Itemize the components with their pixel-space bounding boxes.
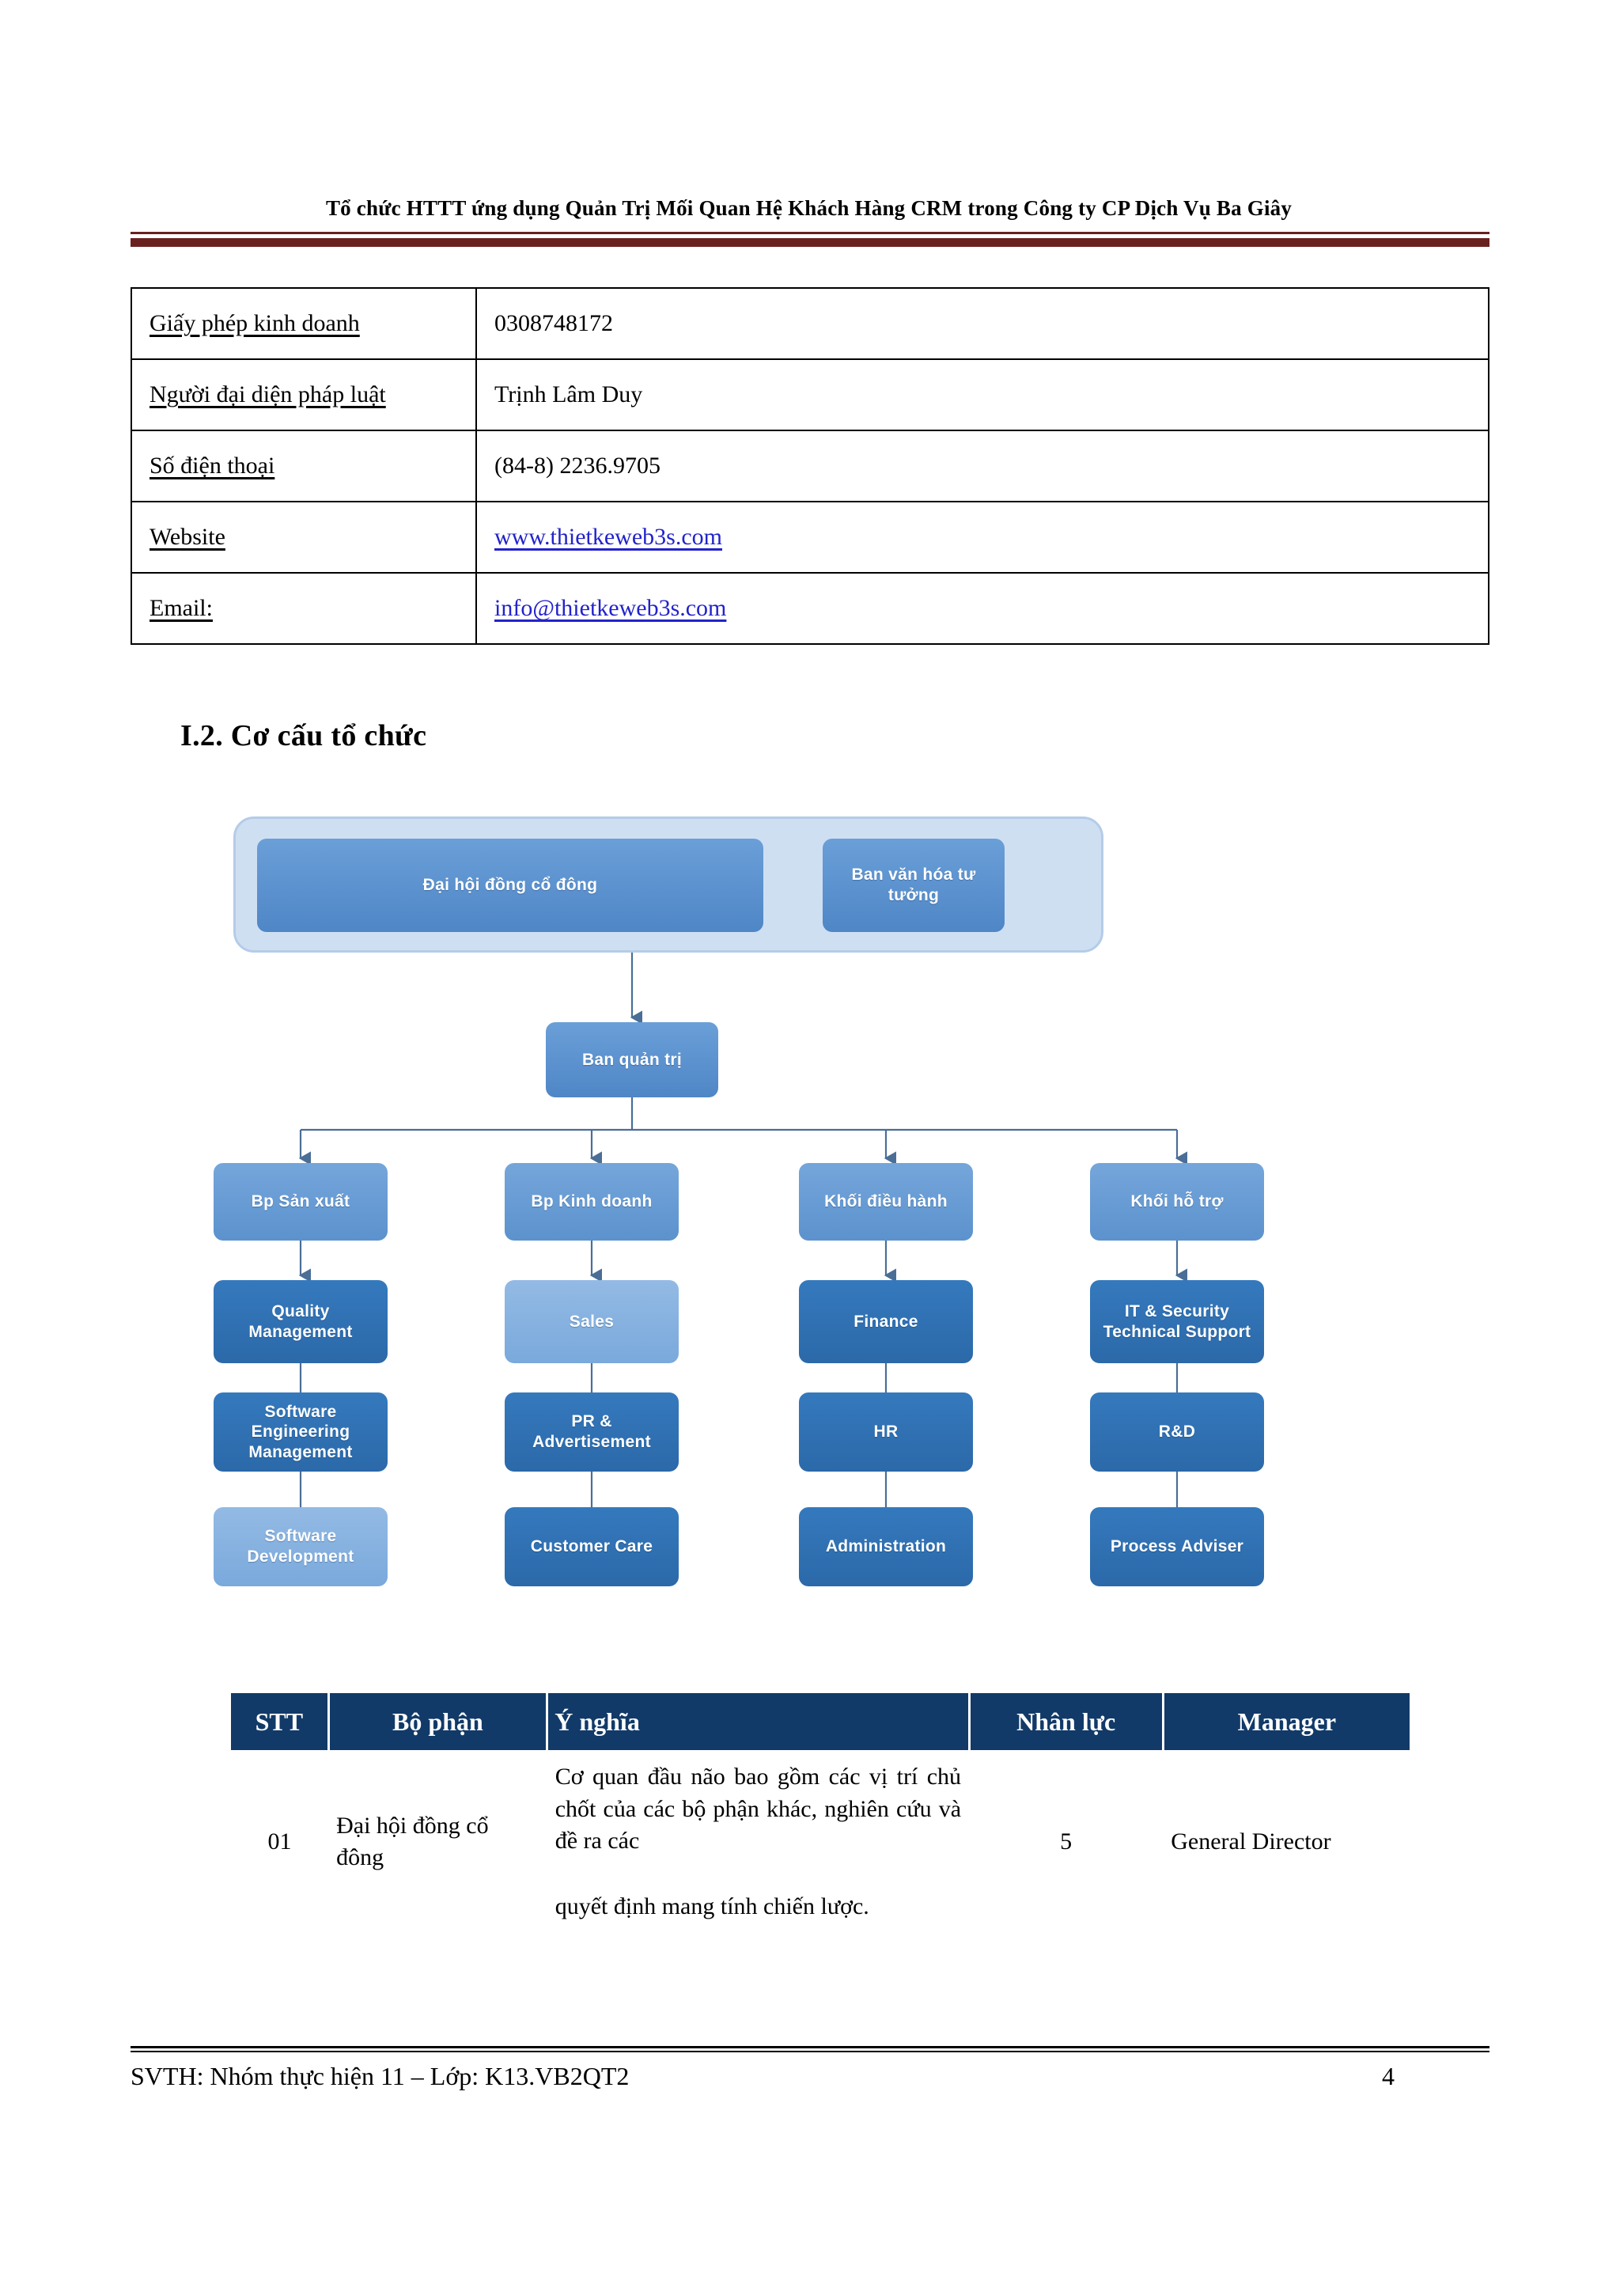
footer-rule-gap — [131, 2048, 1489, 2051]
info-label: Giấy phép kinh doanh — [150, 310, 360, 337]
table-row: 01 Đại hội đồng cổ đông Cơ quan đầu não … — [231, 1750, 1410, 1934]
organization-chart: Đại hội đồng cổ đông Ban văn hóa tư tưởn… — [214, 807, 1432, 1646]
cell-manager: General Director — [1171, 1828, 1331, 1855]
column-header-stt: STT — [231, 1693, 330, 1750]
info-label-cell: Số điện thoại — [131, 430, 477, 502]
org-node-administration[interactable]: Administration — [799, 1507, 973, 1586]
table-row: Email: info@thietkeweb3s.com — [131, 572, 1489, 645]
header-title: Tổ chức HTTT ứng dụng Quản Trị Mối Quan … — [325, 196, 1293, 220]
org-node-software-development[interactable]: Software Development — [214, 1507, 388, 1586]
column-header-manager: Manager — [1161, 1693, 1410, 1750]
org-node-it-security[interactable]: IT & Security Technical Support — [1090, 1280, 1264, 1363]
info-value-cell: 0308748172 — [475, 287, 1489, 360]
page-number: 4 — [1382, 2062, 1395, 2090]
org-node-production-dept[interactable]: Bp Sản xuất — [214, 1163, 388, 1241]
info-label: Email: — [150, 595, 213, 622]
info-label-cell: Website — [131, 501, 477, 574]
header-rule-thick — [131, 238, 1489, 247]
cell-bo-phan: Đại hội đồng cổ đông — [336, 1812, 489, 1871]
footer-rule-thin2 — [131, 2051, 1489, 2052]
org-node-software-engineering-management[interactable]: Software Engineering Management — [214, 1392, 388, 1472]
org-node-culture-board[interactable]: Ban văn hóa tư tưởng — [823, 839, 1005, 932]
footer-content: SVTH: Nhóm thực hiện 11 – Lớp: K13.VB2QT… — [131, 2062, 1489, 2091]
column-header-nhan-luc: Nhân lực — [967, 1693, 1164, 1750]
info-label: Website — [150, 524, 225, 551]
org-node-finance[interactable]: Finance — [799, 1280, 973, 1363]
column-header-y-nghia: Ý nghĩa — [546, 1693, 971, 1750]
column-header-bo-phan: Bộ phận — [327, 1693, 549, 1750]
table-row: Người đại diện pháp luật Trịnh Lâm Duy — [131, 358, 1489, 431]
org-node-operations-block[interactable]: Khối điều hành — [799, 1163, 973, 1241]
org-chart-connectors — [298, 874, 1188, 1507]
footer-rule-thin — [131, 2046, 1489, 2048]
org-node-rd[interactable]: R&D — [1090, 1392, 1264, 1472]
info-label: Số điện thoại — [150, 453, 275, 479]
footer-rule — [131, 2046, 1489, 2052]
org-node-sales[interactable]: Sales — [505, 1280, 679, 1363]
table-row: Số điện thoại (84-8) 2236.9705 — [131, 430, 1489, 502]
table-row: Website www.thietkeweb3s.com — [131, 501, 1489, 574]
info-label: Người đại diện pháp luật — [150, 381, 386, 408]
header-rule-gap — [131, 234, 1489, 238]
cell-y-nghia: Cơ quan đầu não bao gồm các vị trí chủ c… — [547, 1750, 969, 1934]
org-node-customer-care[interactable]: Customer Care — [505, 1507, 679, 1586]
org-node-support-block[interactable]: Khối hỗ trợ — [1090, 1163, 1264, 1241]
section-heading: I.2. Cơ cấu tổ chức — [180, 719, 427, 752]
info-value-cell: Trịnh Lâm Duy — [475, 358, 1489, 431]
info-value: (84-8) 2236.9705 — [494, 453, 660, 479]
document-header: Tổ chức HTTT ứng dụng Quản Trị Mối Quan … — [131, 196, 1489, 247]
info-label-cell: Người đại diện pháp luật — [131, 358, 477, 431]
footer-left-text: SVTH: Nhóm thực hiện 11 – Lớp: K13.VB2QT… — [131, 2062, 630, 2090]
info-value-cell: www.thietkeweb3s.com — [475, 501, 1489, 574]
document-footer: SVTH: Nhóm thực hiện 11 – Lớp: K13.VB2QT… — [131, 2046, 1489, 2091]
org-node-quality-management[interactable]: Quality Management — [214, 1280, 388, 1363]
org-node-process-adviser[interactable]: Process Adviser — [1090, 1507, 1264, 1586]
org-node-pr-advertisement[interactable]: PR & Advertisement — [505, 1392, 679, 1472]
website-link[interactable]: www.thietkeweb3s.com — [494, 524, 722, 551]
email-link[interactable]: info@thietkeweb3s.com — [494, 595, 727, 622]
org-node-shareholders-assembly[interactable]: Đại hội đồng cổ đông — [257, 839, 763, 932]
info-value-cell: info@thietkeweb3s.com — [475, 572, 1489, 645]
cell-y-nghia-main: Cơ quan đầu não bao gồm các vị trí chủ c… — [555, 1764, 962, 1854]
cell-y-nghia-tail: quyết định mang tính chiến lược. — [555, 1892, 869, 1919]
org-node-hr[interactable]: HR — [799, 1392, 973, 1472]
table-header-row: STT Bộ phận Ý nghĩa Nhân lực Manager — [231, 1693, 1410, 1750]
header-rule-thin — [131, 232, 1489, 234]
header-rule — [131, 232, 1489, 247]
info-label-cell: Email: — [131, 572, 477, 645]
org-node-management-board[interactable]: Ban quản trị — [546, 1022, 718, 1097]
cell-nhan-luc: 5 — [1060, 1828, 1073, 1855]
department-table: STT Bộ phận Ý nghĩa Nhân lực Manager 01 … — [231, 1693, 1410, 1934]
info-value: Trịnh Lâm Duy — [494, 381, 643, 408]
info-value: 0308748172 — [494, 310, 613, 337]
cell-stt: 01 — [267, 1828, 292, 1855]
info-value-cell: (84-8) 2236.9705 — [475, 430, 1489, 502]
info-label-cell: Giấy phép kinh doanh — [131, 287, 477, 360]
table-row: Giấy phép kinh doanh 0308748172 — [131, 287, 1489, 360]
org-node-business-dept[interactable]: Bp Kinh doanh — [505, 1163, 679, 1241]
company-info-table: Giấy phép kinh doanh 0308748172 Người đạ… — [131, 287, 1489, 645]
